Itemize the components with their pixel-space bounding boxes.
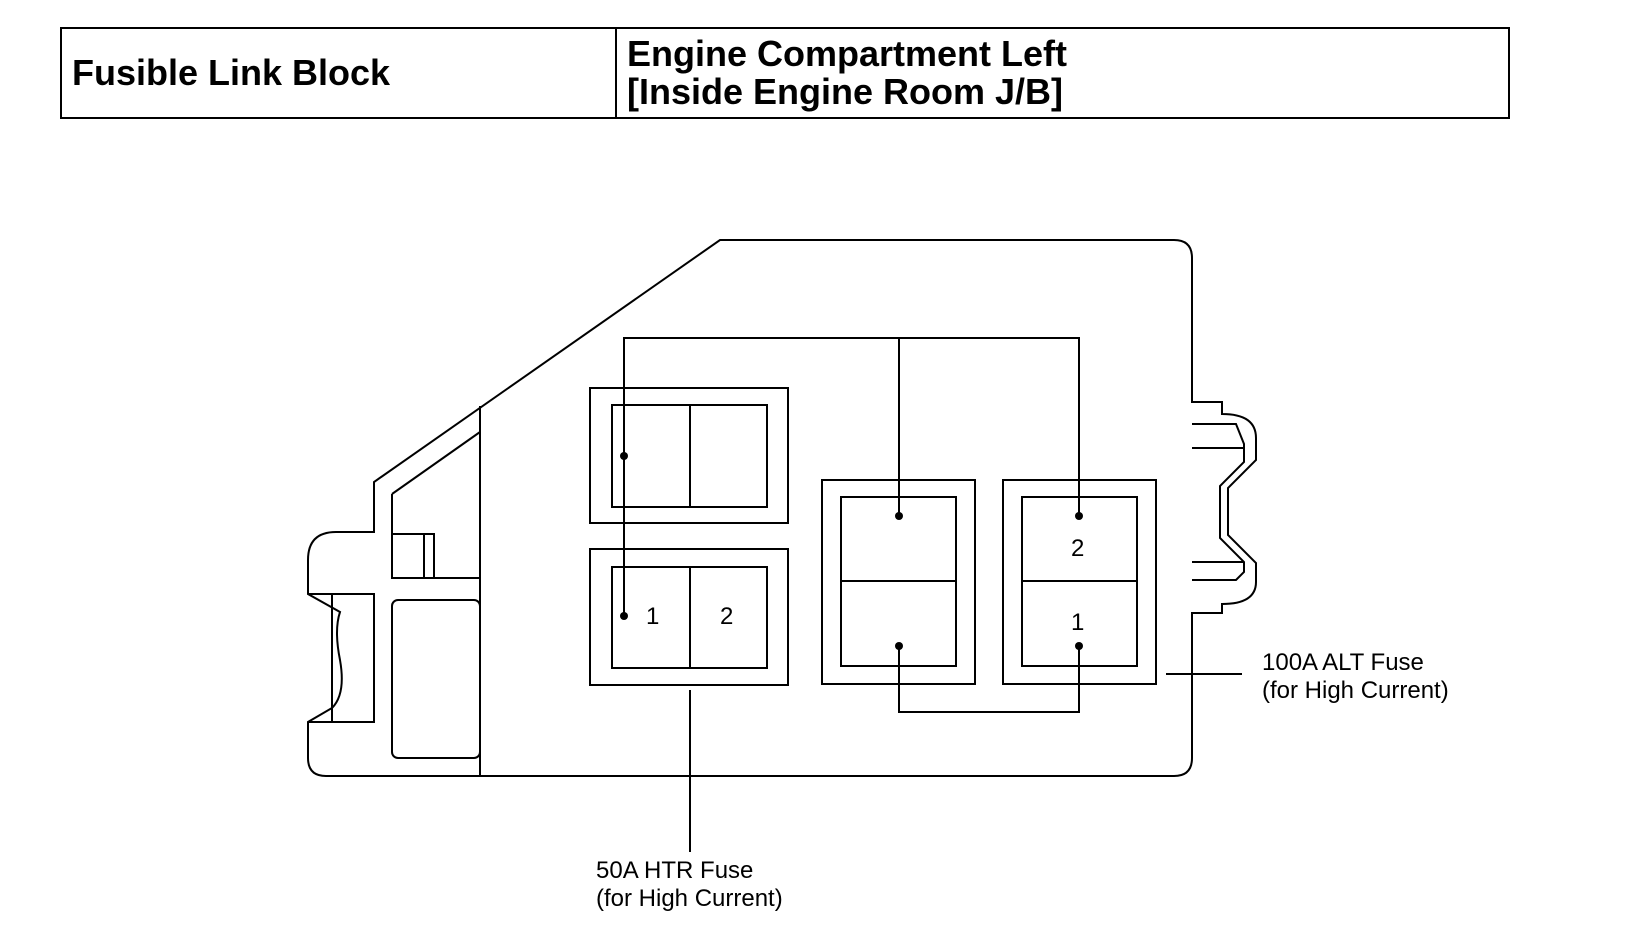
housing-inner-left	[391, 494, 480, 579]
small-block	[391, 533, 435, 579]
htr-fuse-label-line2: (for High Current)	[596, 885, 783, 912]
fuse-slot-top-left-outer	[589, 387, 789, 524]
wire-bottom-loop	[898, 646, 1080, 713]
housing-inner-slope	[391, 431, 481, 495]
alt-pin-1-label: 1	[1071, 609, 1084, 636]
lower-left-compartment	[391, 599, 481, 759]
alt-fuse-label-line2: (for High Current)	[1262, 677, 1449, 704]
junction-dot	[620, 612, 628, 620]
header-title-left: Fusible Link Block	[62, 29, 617, 117]
junction-dot	[895, 512, 903, 520]
htr-fuse-label-line1: 50A HTR Fuse	[596, 857, 753, 884]
junction-dot	[1075, 512, 1083, 520]
location-line-2: [Inside Engine Room J/B]	[627, 71, 1064, 112]
junction-dot	[895, 642, 903, 650]
junction-dot	[1075, 642, 1083, 650]
htr-pin-1-label: 1	[646, 603, 659, 630]
header-title-right: Engine Compartment Left [Inside Engine R…	[617, 29, 1508, 117]
wire-top-loop	[623, 337, 1080, 516]
right-clip	[1192, 423, 1245, 581]
htr-pin-2-label: 2	[720, 603, 733, 630]
left-clip	[308, 593, 375, 723]
alt-pin-2-label: 2	[1071, 535, 1084, 562]
htr-fuse-outer	[589, 548, 789, 686]
housing-outline	[307, 239, 1257, 777]
fusible-link-block-title: Fusible Link Block	[72, 52, 391, 93]
alt-fuse-label-line1: 100A ALT Fuse	[1262, 649, 1424, 676]
junction-dot	[620, 452, 628, 460]
location-line-1: Engine Compartment Left	[627, 33, 1068, 74]
header-table: Fusible Link Block Engine Compartment Le…	[60, 27, 1510, 119]
